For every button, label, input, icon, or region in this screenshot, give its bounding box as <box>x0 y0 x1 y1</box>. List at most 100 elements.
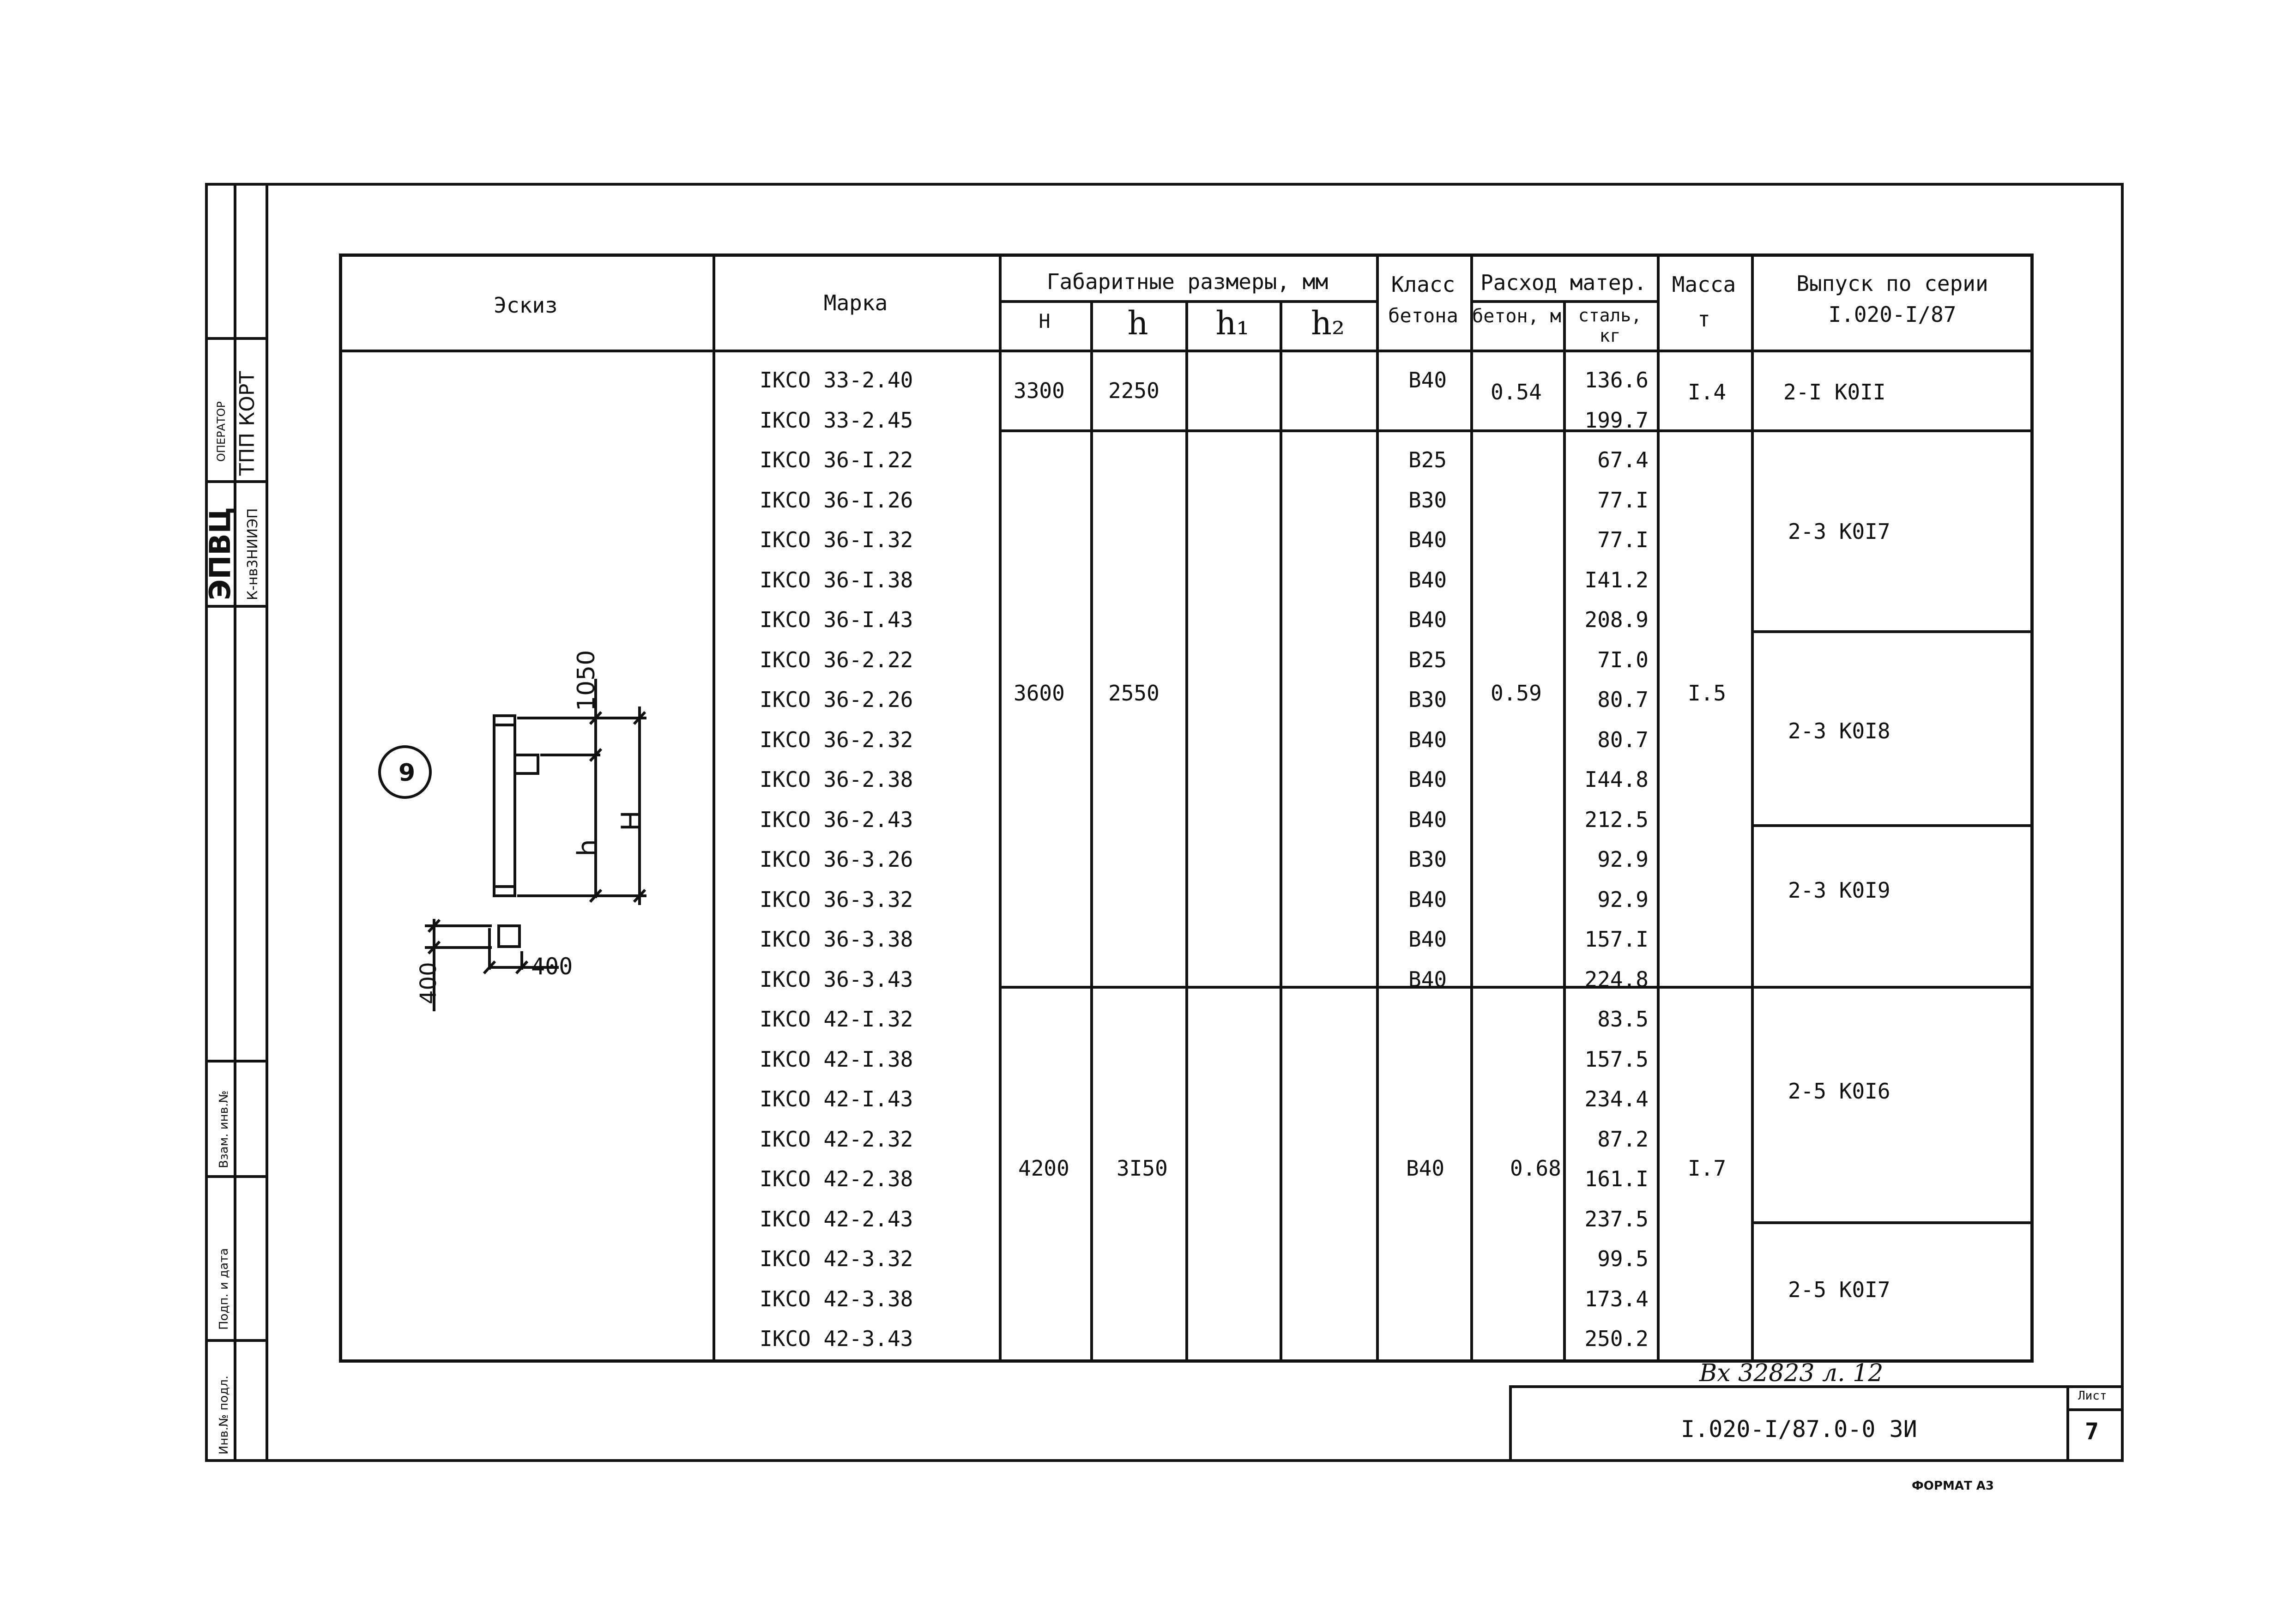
series-6: 2-5 K0I7 <box>1788 1277 1890 1302</box>
row-mark: IKCO 36-2.22 <box>760 647 913 672</box>
header-mass-1: Масса <box>1672 272 1736 297</box>
row-steel: 212.5 <box>1584 807 1649 832</box>
row-class: B40 <box>1408 368 1447 392</box>
row-mark: IKCO 42-I.32 <box>760 1007 913 1032</box>
row-steel: 92.9 <box>1597 887 1649 912</box>
row-steel: 173.4 <box>1584 1286 1649 1311</box>
stamp-line <box>205 1339 268 1342</box>
row-class: B30 <box>1408 847 1447 872</box>
row-mark: IKCO 36-3.43 <box>760 966 913 992</box>
header-subline <box>1470 300 1657 303</box>
stamp-org: ЭПВЦ <box>203 507 237 600</box>
col-line <box>713 254 715 1363</box>
dim-H: H <box>616 810 648 831</box>
header-h1: h₁ <box>1215 304 1250 342</box>
col-line <box>1280 300 1282 1363</box>
row-class: B30 <box>1408 687 1447 712</box>
header-class-1: Класс <box>1391 272 1456 297</box>
header-consumption: Расход матер. <box>1480 270 1647 295</box>
row-class: B25 <box>1408 647 1447 672</box>
header-h: h <box>1127 304 1148 342</box>
dim-400-a: 400 <box>416 962 441 1004</box>
row-mark: IKCO 42-I.43 <box>760 1087 913 1111</box>
row-mark: IKCO 36-I.38 <box>760 567 913 592</box>
row-steel: 77.I <box>1597 527 1649 552</box>
col-line <box>1563 300 1566 1363</box>
header-subline <box>999 300 1376 303</box>
stamp-inv: Инв.№ подл. <box>217 1375 231 1455</box>
stamp-tpp: ТПП КОРТ <box>236 371 259 476</box>
header-class-2: бетона <box>1388 304 1458 327</box>
bracket <box>515 754 539 775</box>
header-concrete: бетон, м <box>1472 306 1561 327</box>
row-steel: 80.7 <box>1597 727 1649 752</box>
row-class: B40 <box>1408 767 1447 792</box>
row-mark: IKCO 42-3.38 <box>760 1286 913 1311</box>
row-steel: I41.2 <box>1584 567 1649 592</box>
dim-h: h <box>572 839 604 857</box>
col-line <box>1185 300 1188 1363</box>
row-mark: IKCO 33-2.45 <box>760 407 913 433</box>
header-steel: сталь, кг <box>1578 305 1642 346</box>
row-steel: 161.I <box>1584 1166 1649 1191</box>
row-class: B40 <box>1408 527 1447 552</box>
row-steel: 250.2 <box>1584 1326 1649 1351</box>
column-outline <box>493 714 516 897</box>
row-mark: IKCO 36-I.22 <box>760 447 913 472</box>
row-steel: 92.9 <box>1597 847 1649 872</box>
row-mark: IKCO 36-2.26 <box>760 687 913 712</box>
row-mark: IKCO 36-2.32 <box>760 727 913 752</box>
row-steel: 136.6 <box>1584 368 1649 392</box>
row-class: B40 <box>1408 807 1447 832</box>
stamp-line <box>205 605 268 608</box>
row-class: B25 <box>1408 447 1447 472</box>
row-mark: IKCO 42-2.43 <box>760 1206 913 1232</box>
stamp-podp: Подп. и дата <box>217 1248 231 1330</box>
format-label: ФОРМАТ А3 <box>1912 1479 1994 1493</box>
row-steel: 67.4 <box>1597 447 1649 472</box>
titleblock-sheet-line <box>2066 1385 2069 1462</box>
row-mark: IKCO 36-3.32 <box>760 887 913 912</box>
series-2: 2-3 K0I7 <box>1788 519 1890 544</box>
col-line <box>1751 254 1754 1363</box>
row-mark: IKCO 33-2.40 <box>760 368 913 392</box>
header-series-1: Выпуск по серии <box>1796 271 1988 296</box>
col-line <box>999 254 1002 1363</box>
stamp-line <box>205 480 268 483</box>
row-mark: IKCO 36-2.38 <box>760 767 913 792</box>
group1-mass: I.4 <box>1688 380 1727 404</box>
header-mass-2: т <box>1697 307 1710 332</box>
section-square <box>497 924 521 948</box>
col-line <box>1090 300 1093 1363</box>
row-steel: 87.2 <box>1597 1126 1649 1152</box>
group-sep <box>999 986 2034 989</box>
row-steel: 7I.0 <box>1597 647 1649 672</box>
group3-class: B40 <box>1406 1156 1445 1181</box>
row-mark: IKCO 42-3.32 <box>760 1246 913 1271</box>
row-class: B40 <box>1408 927 1447 952</box>
row-steel: 224.8 <box>1584 966 1649 992</box>
stamp-line <box>205 1175 268 1178</box>
handwritten-note: Вх 32823 л. 12 <box>1699 1359 1884 1387</box>
titleblock-top <box>1509 1385 2124 1388</box>
group3-concrete: 0.68 <box>1510 1156 1561 1181</box>
row-steel: 99.5 <box>1597 1246 1649 1271</box>
row-steel: 157.5 <box>1584 1046 1649 1072</box>
sheet-label: Лист <box>2078 1389 2107 1403</box>
header-H: H <box>1039 310 1051 332</box>
header-h2: h₂ <box>1311 304 1345 342</box>
series-5: 2-5 K0I6 <box>1788 1079 1890 1104</box>
sketch-number: 9 <box>399 759 416 787</box>
col-line <box>1470 254 1473 1363</box>
row-mark: IKCO 42-2.32 <box>760 1126 913 1152</box>
col-line <box>1376 254 1379 1363</box>
stamp-line <box>234 183 236 1462</box>
header-series-2: I.020-I/87 <box>1828 302 1957 327</box>
row-steel: 199.7 <box>1584 407 1649 433</box>
row-mark: IKCO 42-3.43 <box>760 1326 913 1351</box>
row-mark: IKCO 36-2.43 <box>760 807 913 832</box>
row-class: B40 <box>1408 607 1447 632</box>
row-mark: IKCO 36-3.38 <box>760 927 913 952</box>
row-steel: 208.9 <box>1584 607 1649 632</box>
doc-code: I.020-I/87.0-0 ЗИ <box>1681 1416 1917 1443</box>
